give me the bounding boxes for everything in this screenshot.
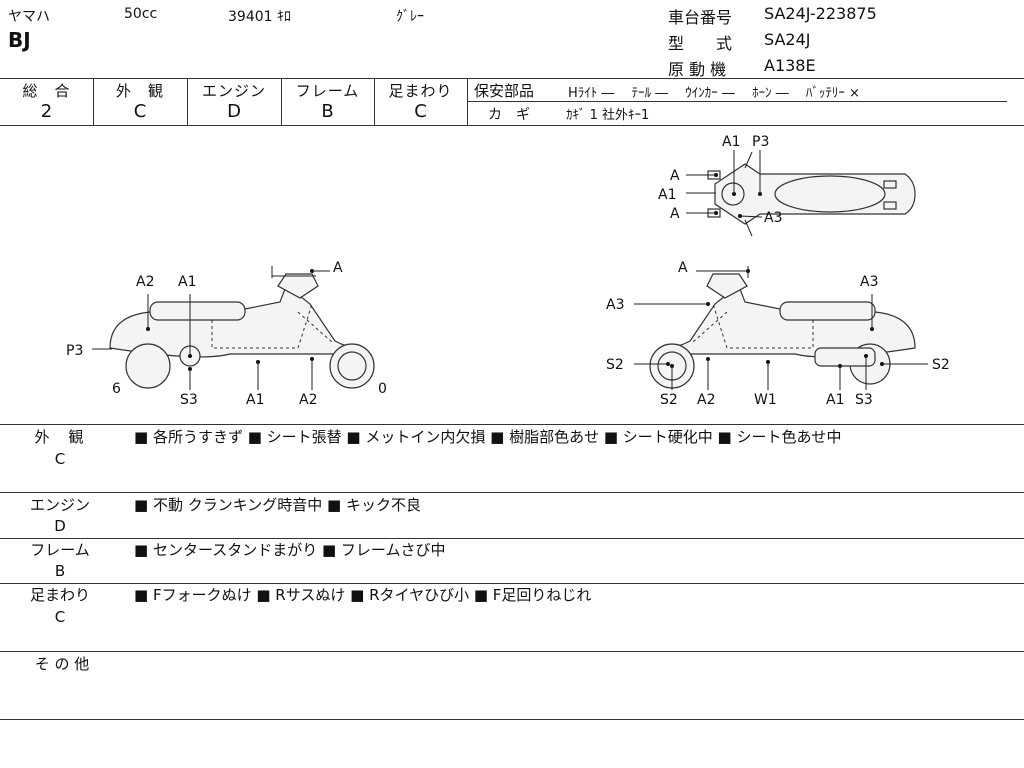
top-label-a3: A3 [764,210,782,226]
frame-number-label: 車台番号 [668,8,733,27]
right-label-s3: S3 [855,392,873,408]
divider [0,583,1024,584]
divider [467,101,1007,102]
right-label-a2: A2 [697,392,715,408]
model-type-label: 型 式 [668,34,733,53]
divider [0,719,1024,720]
divider [0,492,1024,493]
divider [0,424,1024,425]
engine-grade-label: エンジン [201,82,266,100]
engine-type-label: 原 動 機 [668,60,727,79]
left-label-p3: P3 [66,343,83,359]
right-label-s2-left: S2 [606,357,624,373]
left-label-a1-bottom: A1 [246,392,264,408]
engine-type-value: A138E [764,56,816,75]
divider [0,651,1024,652]
left-label-a: A [333,260,343,276]
engine-section-grade: D [54,517,66,535]
left-label-a2: A2 [136,274,154,290]
model-type-value: SA24J [764,30,811,49]
right-label-a3-right: A3 [860,274,878,290]
engine-section-label: エンジン [29,496,90,514]
right-label-s2-bottom: S2 [660,392,678,408]
exterior-section-label: 外 観 [34,428,86,446]
right-label-a1: A1 [826,392,844,408]
suspension-grade-value: C [414,101,427,122]
safety-parts-items: Hﾗｲﾄ ― ﾃｰﾙ ― ｳｲﾝｶｰ ― ﾎｰﾝ ― ﾊﾞｯﾃﾘｰ × [568,86,860,101]
right-label-a: A [678,260,688,276]
top-label-a1-left: A1 [658,187,676,203]
key-value: ｶｷﾞ 1 社外ｷｰ1 [566,108,650,123]
left-label-6: 6 [112,381,121,397]
top-label-a-lower: A [670,206,680,222]
left-view-scooter [92,266,375,390]
top-label-a-upper: A [670,168,680,184]
left-label-0: 0 [378,381,387,397]
divider [467,78,468,125]
divider [374,78,375,125]
model-name: BJ [8,28,31,52]
displacement-text: 50cc [124,6,158,22]
frame-grade-label: フレーム [295,82,360,100]
left-label-a1: A1 [178,274,196,290]
right-label-a3-left: A3 [606,297,624,313]
right-label-s2-right: S2 [932,357,950,373]
mileage-text: 39401 ｷﾛ [228,9,291,25]
safety-parts-title: 保安部品 [474,82,535,100]
suspension-section-grade: C [54,608,66,626]
divider [0,125,1024,126]
engine-grade-value: D [227,101,241,122]
damage-diagram: A1 P3 A A1 A A3 A A2 A1 P3 6 S3 A1 A2 0 [66,134,950,408]
divider [187,78,188,125]
right-view-scooter [634,266,928,390]
left-label-a2-bottom: A2 [299,392,317,408]
divider [0,78,1024,79]
suspension-section-label: 足まわり [29,586,90,604]
divider [0,538,1024,539]
frame-grade-value: B [321,101,334,122]
suspension-section-notes: ■ Fフォークぬけ ■ Rサスぬけ ■ Rタイヤひび小 ■ F足回りねじれ [134,586,592,604]
engine-section-notes: ■ 不動 クランキング時音中 ■ キック不良 [134,496,421,514]
frame-number-value: SA24J-223875 [764,4,877,23]
top-view-scooter [686,150,916,237]
top-label-a1: A1 [722,134,740,150]
left-label-s3: S3 [180,392,198,408]
divider [93,78,94,125]
exterior-section-notes: ■ 各所うすきず ■ シート張替 ■ メットイン内欠損 ■ 樹脂部色あせ ■ シ… [134,428,842,446]
right-label-w1: W1 [754,392,777,408]
other-section-label: そ の 他 [34,655,90,673]
exterior-grade-label: 外 観 [115,82,164,100]
overall-grade-label: 総 合 [22,82,71,100]
exterior-section-grade: C [54,450,66,468]
frame-section-grade: B [54,562,66,580]
frame-section-notes: ■ センタースタンドまがり ■ フレームさび中 [134,541,446,559]
exterior-grade-value: C [133,101,147,122]
overall-grade-value: 2 [40,101,53,122]
suspension-grade-label: 足まわり [388,82,453,100]
frame-section-label: フレーム [30,541,90,559]
key-label: カ ギ [488,107,530,123]
color-text: ｸﾞﾚｰ [396,9,424,25]
top-label-p3: P3 [752,134,769,150]
maker-text: ヤマハ [8,9,50,25]
divider [281,78,282,125]
